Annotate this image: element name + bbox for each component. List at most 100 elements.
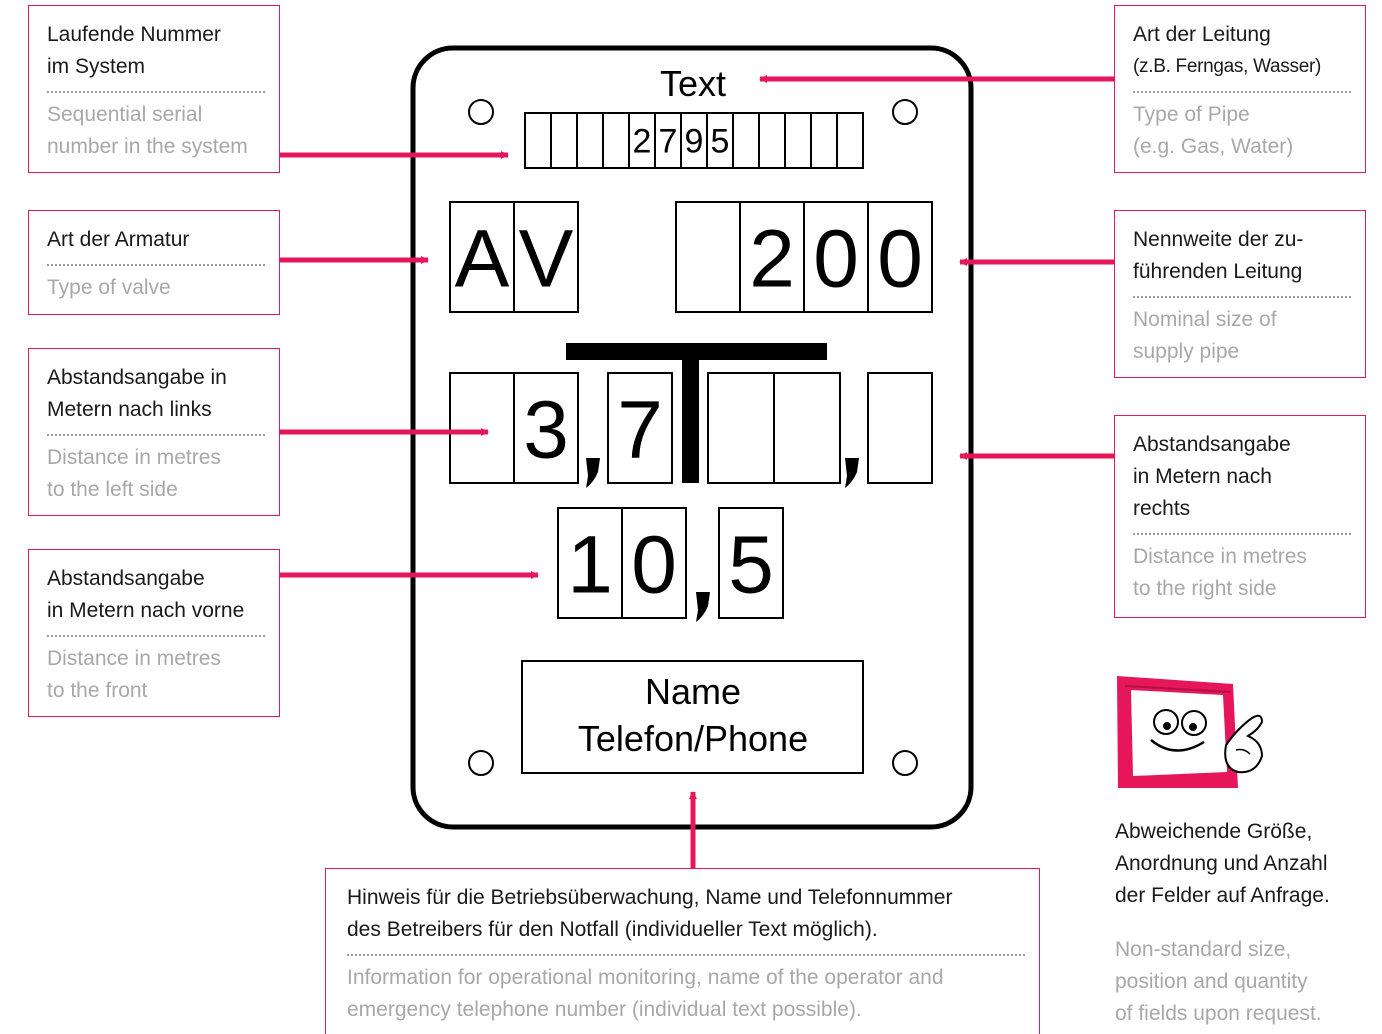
callout-en-line: to the right side	[1133, 577, 1277, 600]
serial-digit-box	[550, 112, 578, 169]
divider	[47, 635, 265, 637]
callout-de-line: Nennweite der zu-	[1133, 228, 1304, 251]
mounting-hole-icon	[468, 750, 494, 776]
callout-de-line: (z.B. Ferngas, Wasser)	[1133, 56, 1322, 77]
divider	[1133, 91, 1351, 93]
left-distance-char: 3	[523, 385, 569, 476]
callout-en-line: to the left side	[47, 478, 178, 501]
left-distance-char: 7	[617, 385, 663, 476]
name-line: Name	[645, 671, 741, 712]
note-de-line: der Felder auf Anfrage.	[1115, 884, 1330, 907]
size-char-char: 0	[813, 214, 859, 305]
serial-digit-box	[732, 112, 760, 169]
valve-char-box	[449, 201, 515, 313]
note-en-line: of fields upon request.	[1115, 1002, 1322, 1025]
serial-digit-box	[524, 112, 552, 169]
callout-pipe-type: Art der Leitung(z.B. Ferngas, Wasser) Ty…	[1114, 5, 1366, 173]
serial-digit-box	[706, 112, 734, 169]
serial-digit-box	[628, 112, 656, 169]
note-de-line: Abweichende Größe,	[1115, 820, 1313, 843]
divider	[47, 264, 265, 266]
callout-de-line: rechts	[1133, 497, 1191, 520]
serial-digit-box	[758, 112, 786, 169]
callout-de-line: in Metern nach	[1133, 465, 1272, 488]
valve-char-char: V	[519, 214, 574, 305]
callout-en-line: Distance in metres	[47, 647, 221, 670]
front-distance-decimal-comma	[696, 592, 710, 622]
right-distance-box	[867, 372, 933, 484]
serial-digit-box	[836, 112, 864, 169]
phone-line: Telefon/Phone	[578, 718, 808, 759]
serial-digit-char: 9	[685, 123, 704, 161]
front-distance-char: 5	[728, 520, 774, 611]
callout-en-line: (e.g. Gas, Water)	[1133, 135, 1294, 158]
serial-digit-box	[810, 112, 838, 169]
callout-left-distance: Abstandsangabe in Metern nach links Dista…	[28, 348, 280, 516]
callout-info: Hinweis für die Betriebsüberwachung, Nam…	[325, 868, 1040, 1034]
right-distance-box	[773, 372, 841, 484]
callout-de-line: im System	[47, 55, 146, 78]
serial-digit-box	[784, 112, 812, 169]
valve-char-char: A	[455, 214, 510, 305]
front-distance-box	[621, 507, 687, 619]
serial-digit-box	[680, 112, 708, 169]
front-distance-box	[557, 507, 623, 619]
divider	[47, 91, 265, 93]
tee-symbol-stem	[682, 343, 699, 483]
mounting-hole-icon	[892, 99, 918, 125]
callout-en-line: Distance in metres	[47, 446, 221, 469]
divider	[1133, 533, 1351, 535]
front-distance-box	[718, 507, 784, 619]
left-distance-box	[607, 372, 673, 484]
divider	[347, 954, 1025, 956]
mounting-hole-icon	[892, 750, 918, 776]
serial-digit-char: 2	[633, 123, 652, 161]
plate-text-label: Text	[660, 63, 726, 104]
serial-digit-box	[654, 112, 682, 169]
callout-de-line: führenden Leitung	[1133, 260, 1303, 283]
serial-digit-char: 5	[711, 123, 730, 161]
callout-en-line: emergency telephone number (individual t…	[347, 998, 862, 1021]
note-de-line: Anordnung und Anzahl	[1115, 852, 1328, 875]
divider	[47, 434, 265, 436]
front-distance-char: 0	[631, 520, 677, 611]
callout-de-line: Abstandsangabe	[1133, 433, 1291, 456]
callout-en-line: Sequential serial	[47, 103, 203, 126]
callout-en-line: to the front	[47, 679, 148, 702]
front-distance-char: 1	[567, 520, 613, 611]
custom-request-note: Abweichende Größe, Anordnung und Anzahl de…	[1115, 816, 1330, 1030]
serial-digit-box	[602, 112, 630, 169]
callout-de-line: Hinweis für die Betriebsüberwachung, Nam…	[347, 886, 953, 909]
callout-en-line: Nominal size of	[1133, 308, 1277, 331]
size-char-box	[803, 201, 869, 313]
left-distance-decimal-comma	[586, 458, 600, 488]
callout-right-distance: Abstandsangabe in Metern nach rechts Dista…	[1114, 415, 1366, 618]
callout-de-line: in Metern nach vorne	[47, 599, 245, 622]
callout-en-line: Information for operational monitoring, …	[347, 966, 944, 989]
valve-char-box	[513, 201, 579, 313]
size-char-char: 0	[877, 214, 923, 305]
callout-de-line: Art der Armatur	[47, 228, 190, 251]
serial-digit-box	[576, 112, 604, 169]
callout-de-line: Abstandsangabe in	[47, 366, 227, 389]
size-char-box	[675, 201, 741, 313]
left-distance-box	[449, 372, 515, 484]
callout-en-line: Distance in metres	[1133, 545, 1307, 568]
right-distance-box	[707, 372, 775, 484]
mascot-icon	[1117, 676, 1264, 788]
note-en-line: Non-standard size,	[1115, 938, 1292, 961]
name-phone-box	[521, 660, 864, 774]
right-distance-decimal-comma	[845, 458, 859, 488]
callout-nominal-size: Nennweite der zu-führenden Leitung Nomin…	[1114, 210, 1366, 378]
serial-digit-char: 7	[659, 123, 678, 161]
callout-de-line: Abstandsangabe	[47, 567, 205, 590]
callout-de-line: Metern nach links	[47, 398, 212, 421]
size-char-box	[867, 201, 933, 313]
